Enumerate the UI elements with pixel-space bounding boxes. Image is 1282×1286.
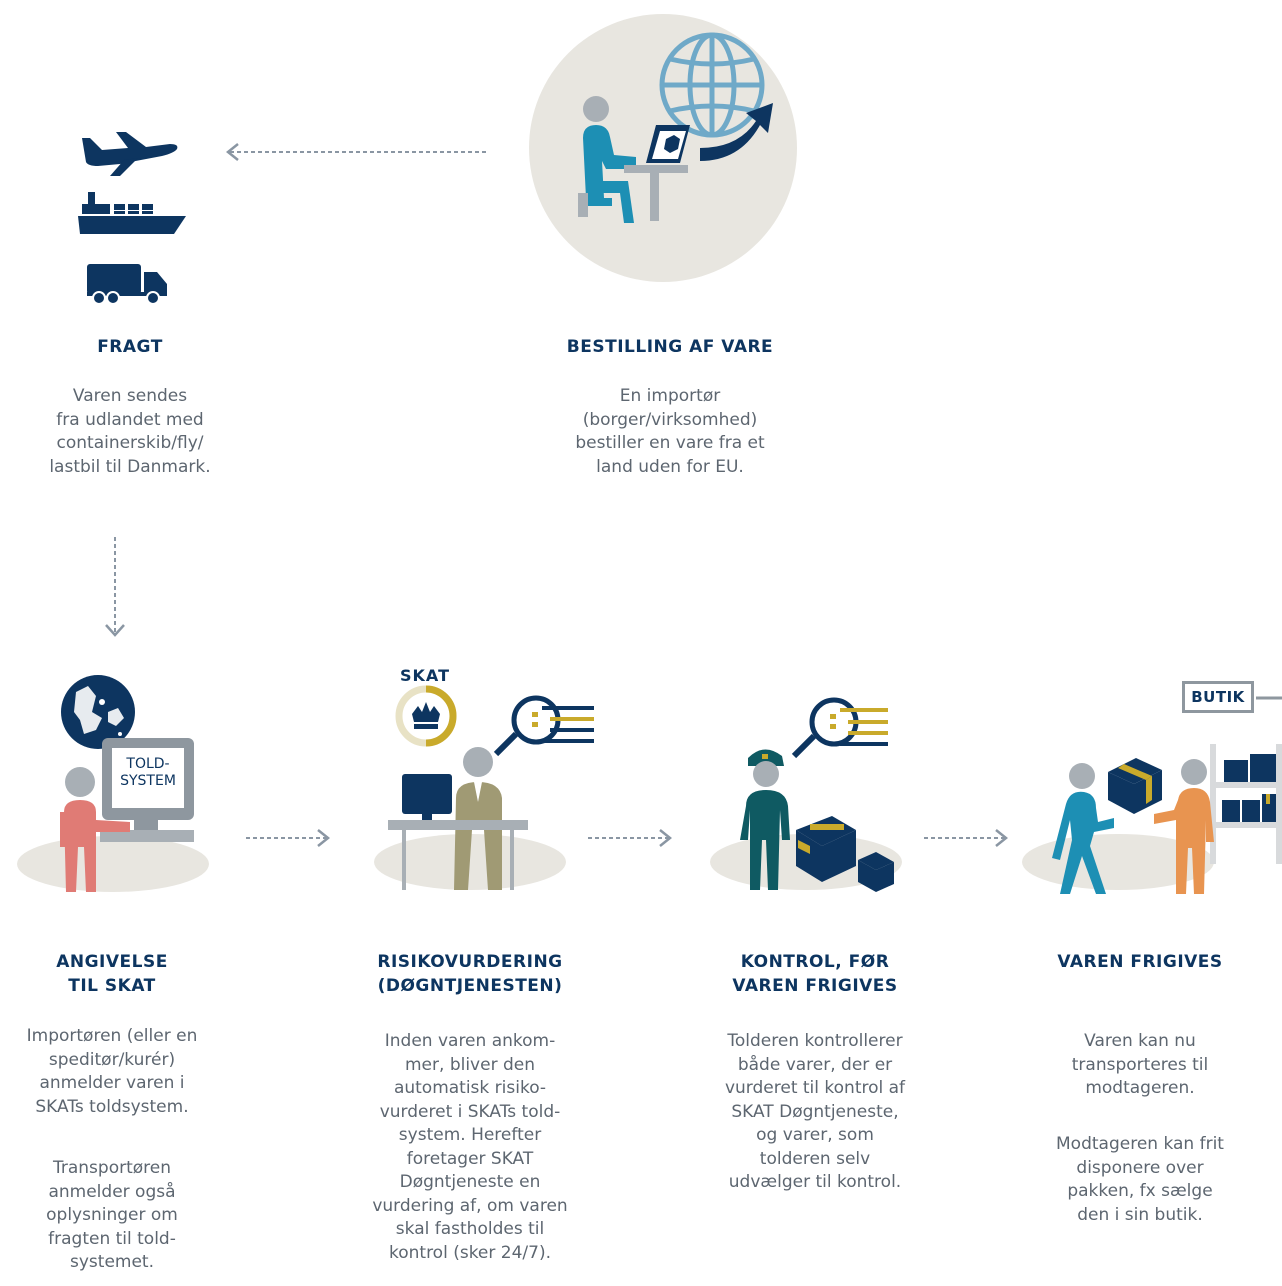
flow-arrow-left (225, 143, 486, 161)
truck-icon (87, 264, 167, 305)
denmark-map-icon (61, 675, 135, 749)
flow-arrow-right-3 (924, 829, 1009, 847)
step-title-bestilling: BESTILLING AF VARE (566, 337, 774, 357)
flow-arrow-down (105, 537, 125, 637)
step-text-frigives: Varen kan nu transporteres til modtagere… (1071, 1031, 1209, 1098)
flow-arrow-right-2 (588, 829, 673, 847)
step-text-risiko: Inden varen ankom- mer, bliver den autom… (372, 1031, 568, 1263)
step-title-angivelse: ANGIVELSE TIL SKAT (56, 952, 168, 996)
step-text-angivelse: Importøren (eller en speditør/kurér) anm… (26, 1026, 198, 1117)
customs-officer-icon (740, 749, 790, 890)
globe-icon (659, 32, 765, 138)
butik-sign: BUTIK (1182, 681, 1254, 713)
step-title-risiko: RISIKOVURDERING (DØGNTJENESTEN) (377, 952, 563, 996)
container-ship-icon (78, 192, 186, 234)
step-title-fragt: FRAGT (97, 337, 163, 357)
step-text2-angivelse: Transportøren anmelder også oplysninger … (46, 1158, 178, 1272)
shelf-icon (1210, 744, 1282, 864)
step-text-bestilling: En importør (borger/virksomhed) bestille… (575, 386, 765, 477)
butik-sign-label: BUTIK (1191, 688, 1245, 706)
toldsystem-screen-label: TOLD- SYSTEM (120, 756, 176, 789)
step-title-kontrol: KONTROL, FØR VAREN FRIGIVES (732, 952, 898, 996)
ordering-illustration (529, 14, 797, 282)
package-icon (1108, 758, 1162, 814)
step-title-frigives: VAREN FRIGIVES (1057, 952, 1223, 972)
release-illustration (1022, 696, 1282, 894)
declaration-illustration (17, 675, 209, 892)
step-text-fragt: Varen sendes fra udlandet med containers… (49, 386, 211, 477)
airplane-icon (82, 132, 178, 176)
crown-icon (395, 685, 457, 747)
inspection-illustration (710, 697, 902, 892)
step-text2-frigives: Modtageren kan frit disponere over pakke… (1056, 1134, 1224, 1225)
flow-arrow-right-1 (246, 829, 331, 847)
step-text-kontrol: Tolderen kontrollerer både varer, der er… (724, 1031, 906, 1192)
package-icon (796, 816, 894, 892)
skat-logo-label: SKAT (400, 666, 450, 685)
risk-assessment-illustration (374, 685, 594, 890)
